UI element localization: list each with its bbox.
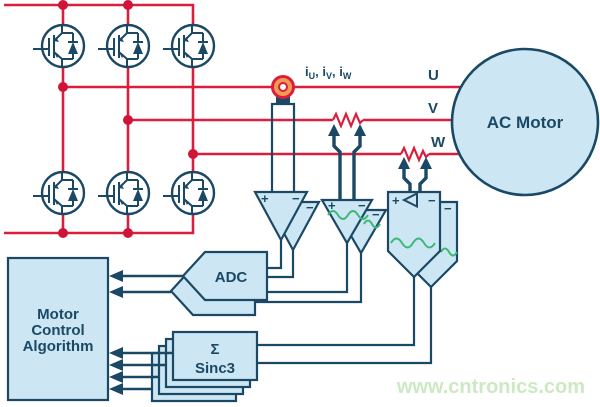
modulator-sine-wave [390, 237, 436, 249]
mca-label-line2: Control [31, 322, 84, 339]
motor-control-algorithm-block: Motor Control Algorithm [6, 256, 110, 402]
watermark: www.cntronics.com [396, 376, 585, 398]
sinc3-label: Sinc3 [195, 360, 235, 377]
phase-v-label: V [428, 100, 438, 117]
adc-block: ADC [169, 250, 269, 317]
signal-wires [255, 240, 433, 365]
adc-to-mca-arrows [109, 270, 183, 298]
mca-label-line1: Motor [37, 306, 79, 323]
amplifier-u: − + − [253, 190, 321, 253]
phase-w-label: W [431, 134, 446, 151]
shunt-resistor-w [400, 145, 430, 163]
amp-u-back-minus: − [306, 200, 314, 215]
ac-motor-label: AC Motor [487, 113, 564, 132]
phase-u-label: U [428, 67, 439, 84]
comparator-icon [401, 191, 418, 209]
phase-currents-label: iU, iV, iW [305, 64, 352, 81]
amp-v-minus: − [358, 198, 366, 213]
adc-label: ADC [215, 269, 248, 286]
igbt-bottom-3 [161, 170, 216, 216]
igbt-top-2 [96, 23, 151, 69]
shunt-w-sense-arrows [398, 157, 432, 193]
dc-bus-positive [4, 3, 195, 25]
igbt-bottom-1 [31, 170, 86, 216]
sigma-label: Σ [210, 341, 219, 358]
dc-bus-negative [4, 214, 195, 235]
modulator-plus: + [392, 193, 400, 208]
amp-v-plus: + [328, 198, 336, 213]
amp-v-back-minus: − [372, 207, 380, 222]
dc-bus-and-phase-wires [4, 3, 461, 235]
sigma-delta-modulator: − + − [386, 190, 459, 289]
modulator-minus: − [428, 193, 436, 208]
igbt-top-3 [161, 23, 216, 69]
igbt-bottom-2 [96, 170, 151, 216]
shunt-v-sense-arrows [328, 124, 366, 200]
amplifier-v: − + − [320, 198, 388, 256]
amp-u-minus: − [292, 191, 300, 206]
shunt-resistor-v [332, 111, 364, 129]
wire-junction-dots [58, 0, 198, 238]
amp-v-sine-wave [327, 210, 369, 220]
sinc3-to-mca-arrows [109, 347, 173, 395]
igbt-top-1 [31, 23, 86, 69]
mca-label-line3: Algorithm [23, 338, 94, 355]
ac-motor-circle [450, 47, 600, 197]
toroid-sensor-chain [270, 75, 296, 192]
amp-u-plus: + [261, 191, 269, 206]
modulator-back-minus: − [444, 201, 452, 216]
sinc3-filter-stack: Σ Sinc3 [150, 330, 259, 403]
